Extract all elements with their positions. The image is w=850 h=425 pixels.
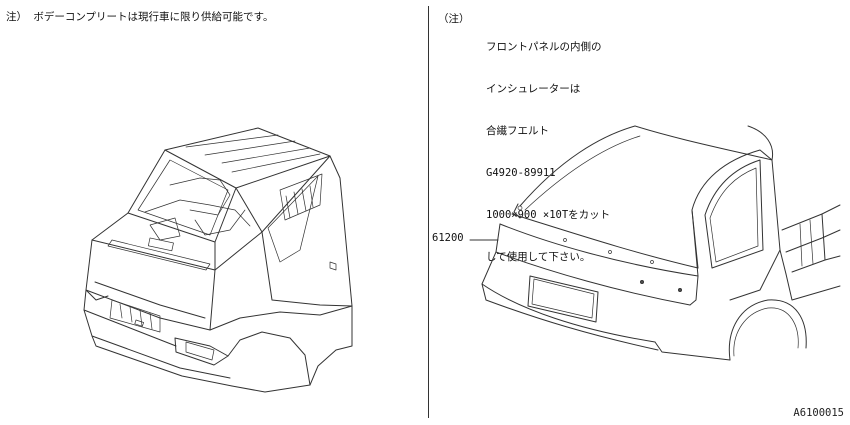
note-line: して使用して下さい。	[486, 251, 591, 263]
part-number-label: 61200	[432, 232, 464, 244]
panel-divider	[428, 6, 429, 418]
diagram-code: A6100015	[793, 407, 844, 419]
note-line: 合繊フエルト	[486, 125, 549, 137]
right-panel: （注） フロントパネルの内側の インシュレーターは 合繊フエルト G4920-8…	[430, 0, 850, 425]
truck-cab-body-illustration	[83, 127, 353, 393]
body-complete-note: 注） ボデーコンプリートは現行車に限り供給可能です。	[6, 11, 274, 23]
front-panel-illustration	[469, 125, 841, 361]
note-line: G4920-89911	[486, 167, 556, 179]
note-label: （注）	[438, 13, 470, 25]
note-line: フロントパネルの内側の	[486, 41, 602, 53]
insulator-note: フロントパネルの内側の インシュレーターは 合繊フエルト G4920-89911…	[486, 12, 610, 292]
note-line: インシュレーターは	[486, 83, 581, 95]
left-panel: 注） ボデーコンプリートは現行車に限り供給可能です。	[6, 11, 353, 393]
